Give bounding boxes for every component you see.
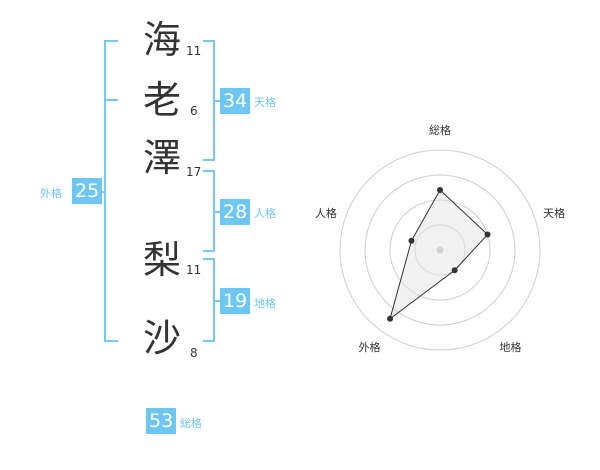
soukaku-value: 53 [146, 408, 177, 434]
gaikaku-label: 外格 [40, 187, 62, 200]
radar-ring-2 [389, 199, 491, 301]
radar-rings [339, 149, 541, 351]
radar-point-3 [387, 315, 394, 322]
name-char-3: 澤 [142, 136, 181, 180]
radar-axis-label-4: 人格 [315, 206, 337, 220]
chikaku-label: 地格 [254, 297, 276, 310]
radar-axis-label-3: 外格 [358, 340, 380, 354]
stroke-count-4: 11 [186, 263, 202, 277]
tenkaku-label: 天格 [254, 96, 276, 109]
name-char-4: 梨 [142, 238, 181, 282]
name-char-2: 老 [142, 78, 181, 122]
jinkaku-label: 人格 [254, 207, 276, 220]
radar-polygon [389, 189, 489, 321]
radar-axis-label-0: 総格 [429, 123, 451, 137]
stroke-count-1: 11 [186, 44, 202, 58]
radar-center-dot [436, 246, 444, 254]
radar-axis-label-1: 天格 [543, 206, 565, 220]
tenkaku-bracket-connector [213, 100, 221, 102]
gaikaku-bracket-tick [104, 99, 118, 101]
chikaku-bracket-connector [213, 300, 221, 302]
radar-axis-label-2: 地格 [500, 340, 522, 354]
tenkaku-value: 34 [220, 88, 251, 114]
chikaku-value: 19 [220, 288, 251, 314]
jinkaku-value: 28 [220, 199, 251, 225]
gaikaku-bracket [104, 40, 118, 342]
jinkaku-bracket-connector [213, 211, 221, 213]
radar-ring-3 [364, 174, 516, 326]
radar-area [389, 189, 489, 321]
radar-point-1 [484, 231, 491, 238]
gaikaku-value: 25 [72, 178, 103, 204]
stroke-count-2: 6 [190, 104, 198, 118]
radar-points [387, 187, 491, 322]
radar-ring-1 [414, 224, 466, 276]
radar-point-4 [408, 237, 415, 244]
radar-ring-4 [339, 149, 541, 351]
stroke-count-3: 17 [186, 165, 202, 179]
radar-point-2 [451, 267, 458, 274]
name-char-1: 海 [142, 18, 181, 62]
stroke-count-5: 8 [190, 346, 198, 360]
soukaku-label: 総格 [180, 417, 202, 430]
name-char-5: 沙 [142, 316, 181, 360]
radar-point-0 [437, 187, 443, 193]
